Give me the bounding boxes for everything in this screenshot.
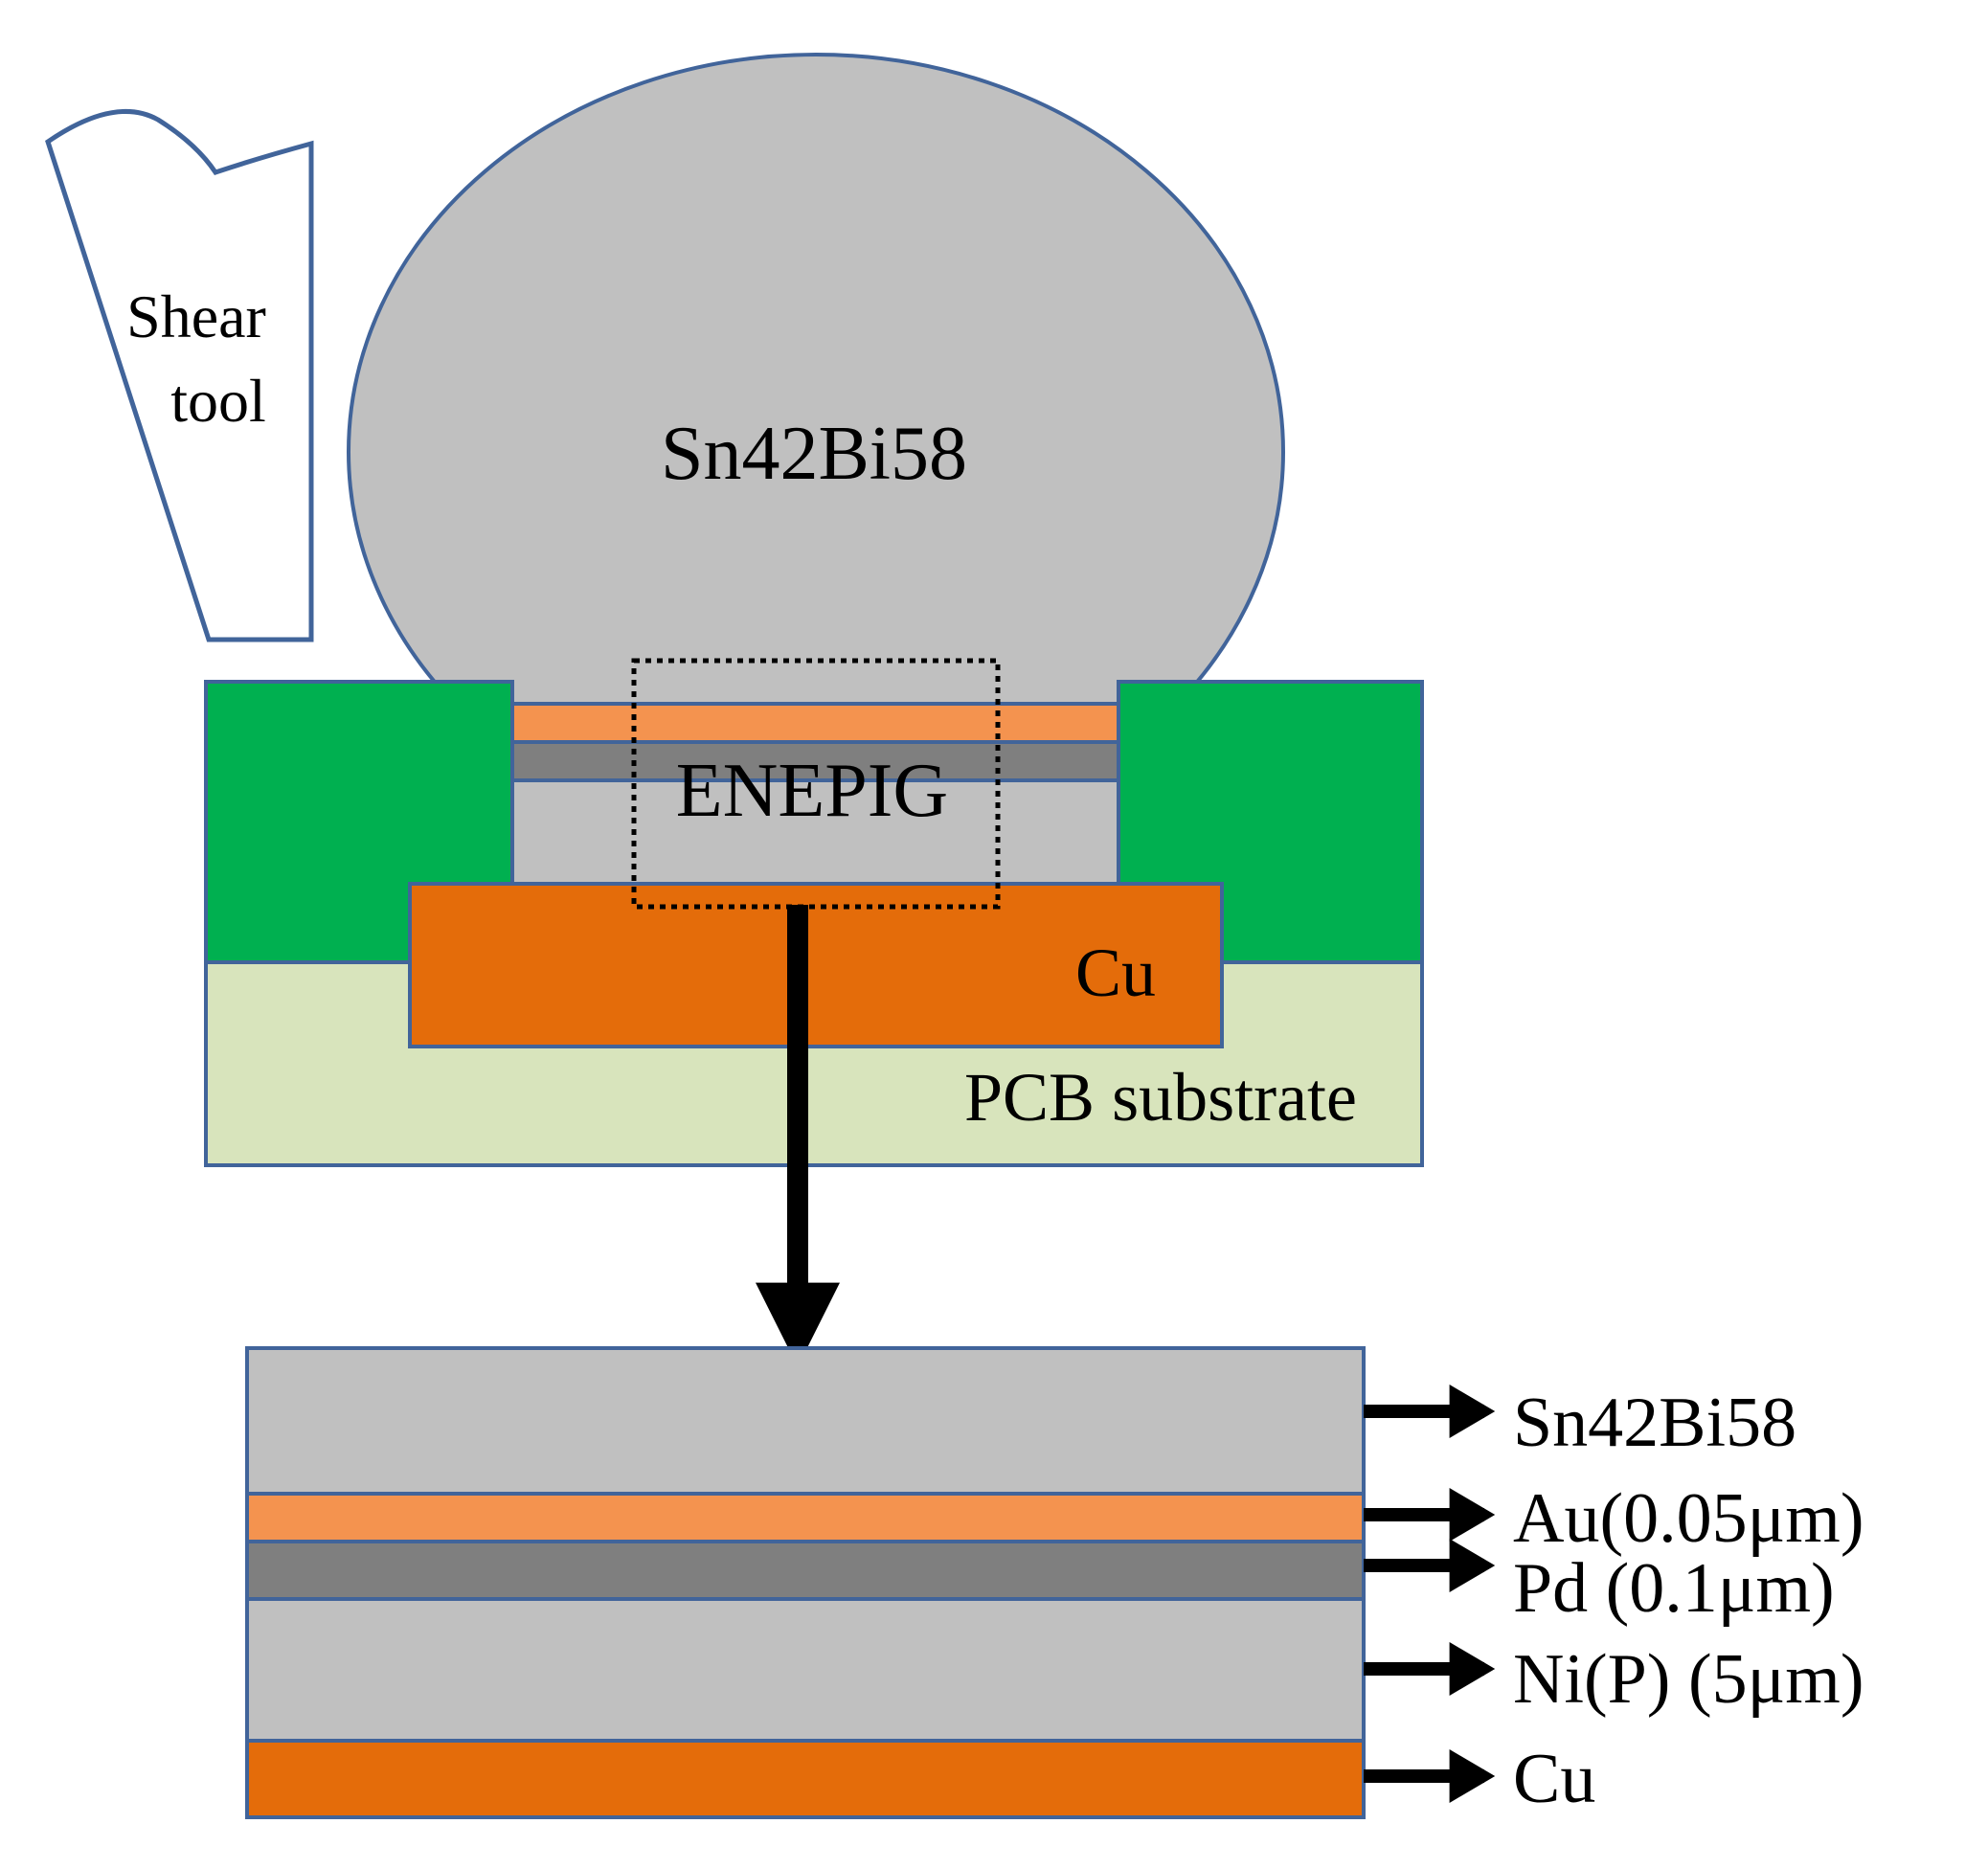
- cu-pad: [408, 882, 1224, 1048]
- nip-layer-top: [510, 778, 1120, 888]
- pd-layer-top: [510, 740, 1120, 782]
- layer-label-cu: Cu: [1513, 1740, 1595, 1818]
- enepig-region-box: [631, 658, 1001, 910]
- layer-label-au: Au(0.05μm): [1513, 1479, 1864, 1558]
- stack-nip-layer: [245, 1597, 1366, 1743]
- shear-tool: [45, 108, 314, 642]
- stack-cu-layer: [245, 1739, 1366, 1819]
- enepig-label: ENEPIG: [676, 749, 948, 833]
- layer-label-solder: Sn42Bi58: [1513, 1384, 1796, 1462]
- shear-tool-label-line2: tool: [170, 367, 266, 435]
- au-layer-top: [510, 702, 1120, 744]
- stack-solder-layer: [245, 1346, 1366, 1496]
- stack-au-layer: [245, 1492, 1366, 1543]
- layer-label-pd: Pd (0.1μm): [1513, 1549, 1835, 1628]
- stack-pd-layer: [245, 1540, 1366, 1601]
- pcb-substrate-label: PCB substrate: [964, 1059, 1357, 1136]
- layer-label-nip: Ni(P) (5μm): [1513, 1640, 1864, 1719]
- shear-tool-label-line1: Shear: [126, 282, 266, 350]
- cu-pad-label: Cu: [1075, 934, 1156, 1011]
- solder-ball-label: Sn42Bi58: [661, 412, 967, 496]
